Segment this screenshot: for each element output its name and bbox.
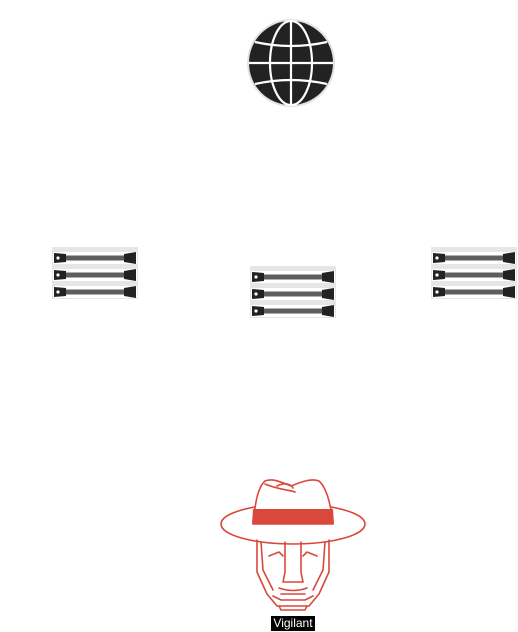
internet-globe-node[interactable] [247, 19, 335, 107]
server-rack-icon [431, 247, 517, 299]
vigilant-node[interactable] [219, 476, 367, 611]
server-rack-right-node[interactable] [431, 247, 517, 299]
vigilant-label: Vigilant [271, 616, 315, 631]
server-rack-center-node[interactable] [250, 266, 336, 318]
vigilant-label-wrap: Vigilant [0, 614, 518, 632]
spy-hat-face-icon [220, 479, 366, 611]
server-rack-icon [52, 247, 138, 299]
server-rack-icon [250, 266, 336, 318]
server-rack-left-node[interactable] [52, 247, 138, 299]
globe-icon [247, 19, 335, 107]
